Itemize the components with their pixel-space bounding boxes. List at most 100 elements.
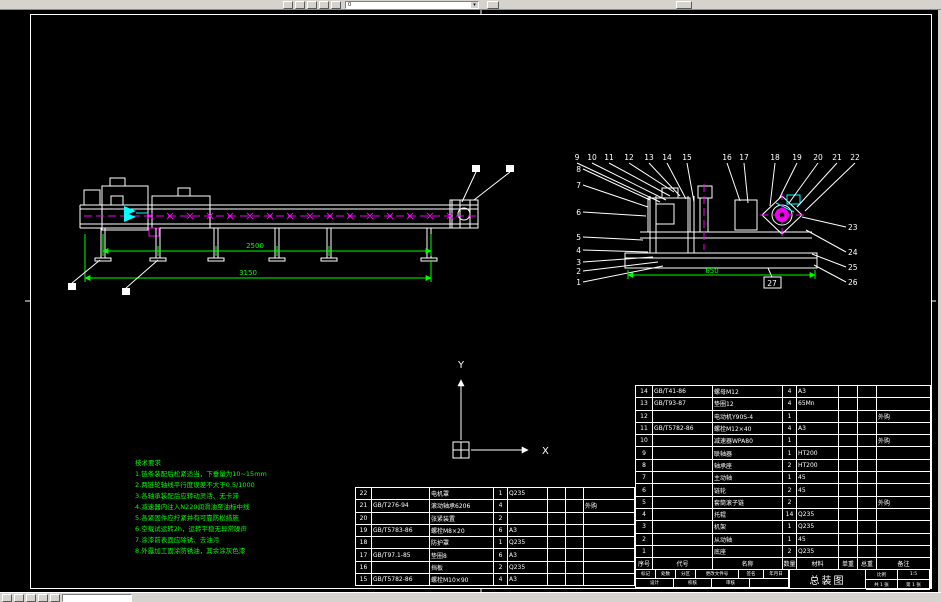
bom-row: 14 GB/T41-86 螺母M12 4 A3 [636,386,931,399]
bom-name: 螺栓M10×90 [430,574,494,587]
properties-icon[interactable] [487,1,499,9]
save-icon[interactable] [307,1,317,9]
bom-mat [797,410,839,423]
tb-audit: 审核 [712,579,750,588]
bom-name: 主动轴 [713,472,783,485]
new-icon[interactable] [283,1,293,9]
zoom-icon[interactable] [331,1,341,9]
note-line: 3.各轴承装配后应转动灵活、无卡滞 [135,492,239,500]
bom-row: 18 防护罩 1 Q235 [356,537,635,550]
title-block-scale: 比例 1:5 共 1 张 第 1 张 [865,570,930,590]
bom-rem [584,537,635,550]
bom-w1 [839,472,858,485]
bom-w1 [839,545,858,559]
bom-code [372,512,430,525]
style-dropdown[interactable] [676,1,692,9]
bom-rem [584,524,635,538]
bom-no: 20 [356,512,372,525]
bom-no: 21 [356,500,372,513]
bom-qty: 1 [494,537,508,550]
bom-w2 [566,574,584,587]
callout-23: 23 [848,223,858,232]
bom-row: 22 电机罩 1 Q235 [356,488,635,501]
callout-19: 19 [792,153,802,162]
bom-no: 11 [636,422,653,436]
bom-qty: 1 [783,472,797,485]
bom-code [653,484,713,497]
bom-code: GB/T93-87 [653,398,713,411]
callout-24: 24 [848,248,858,257]
bom-mat: Q235 [508,537,548,550]
bom-row: 10 减速器WPA80 1 外购 [636,435,931,448]
bom-code [653,435,713,448]
bom-mat: 65Mn [797,398,839,411]
end-dim-text: 650 [705,267,718,275]
bom-name: 电机罩 [430,488,494,501]
tb-sheets: 共 1 张 [865,580,898,590]
bom-w1 [548,574,566,587]
dim-text-inner: 2500 [246,242,264,250]
bom-w1 [839,533,858,546]
bom-rem [877,484,931,497]
flow-arrow-icon [124,212,136,222]
bom-qty: 1 [783,521,797,534]
bom-w2 [858,410,877,423]
bom-row: 20 张紧装置 2 [356,512,635,525]
bom-rem [877,533,931,546]
ortho-icon[interactable] [26,594,36,602]
bom-qty: 2 [783,459,797,473]
side-view: 2500 3150 [68,165,514,295]
title-block-signoff: 标记 处数 分区 更改文件号 签名 年月日 设计 校核 审核 [636,570,789,588]
bom-w1 [839,496,858,509]
bom-name: 滚动轴承6206 [430,500,494,513]
bom-w1 [839,422,858,436]
bom-row: 6 链轮 2 45 [636,484,931,497]
note-line: 4.减速器内注入N220润滑油至油标中线 [135,503,250,511]
bom-rem: 外购 [877,496,931,509]
snap-icon[interactable] [2,594,12,602]
bom-rem [877,386,931,399]
bom-w2 [858,496,877,509]
open-icon[interactable] [295,1,305,9]
notes-title: 技术要求 [135,459,161,467]
bom-qty: 1 [783,447,797,460]
chevron-down-icon[interactable]: ▾ [471,2,478,8]
bom-w2 [566,500,584,513]
bom-name: 联轴器 [713,447,783,460]
bom-row: 4 托辊 14 Q235 [636,508,931,522]
bom-row: 9 联轴器 1 HT200 [636,447,931,460]
dim-text-overall: 3150 [239,269,257,277]
bom-no: 2 [636,533,653,546]
bom-mat [797,496,839,509]
bom-mat: HT200 [797,459,839,473]
print-icon[interactable] [319,1,329,9]
bom-name: 从动轴 [713,533,783,546]
bom-code [372,488,430,501]
bom-w2 [858,447,877,460]
bom-name: 电动机Y90S-4 [713,410,783,423]
bom-w1 [839,398,858,411]
layer-dropdown[interactable]: 0 ▾ [345,1,479,9]
bom-w1 [839,459,858,473]
bom-qty: 2 [783,545,797,559]
bom-mat [508,512,548,525]
bom-w2 [858,398,877,411]
bom-qty: 1 [494,488,508,501]
grid-icon[interactable] [14,594,24,602]
bom-qty: 2 [783,496,797,509]
callout-2: 2 [576,267,581,276]
callout-1: 1 [576,278,581,287]
callout-15: 15 [682,153,692,162]
bom-no: 18 [356,537,372,550]
callout-26: 26 [848,278,858,287]
bom-w2 [858,435,877,448]
bom-code [653,545,713,559]
osnap-icon[interactable] [38,594,48,602]
callout-18: 18 [770,153,780,162]
model-icon[interactable] [50,594,60,602]
parts-list-right: 14 GB/T41-86 螺母M12 4 A3 13 GB/T93-87 垫圈1… [635,385,931,571]
bom-no: 19 [356,524,372,538]
callout-13: 13 [644,153,654,162]
layer-name: 0 [348,2,352,8]
